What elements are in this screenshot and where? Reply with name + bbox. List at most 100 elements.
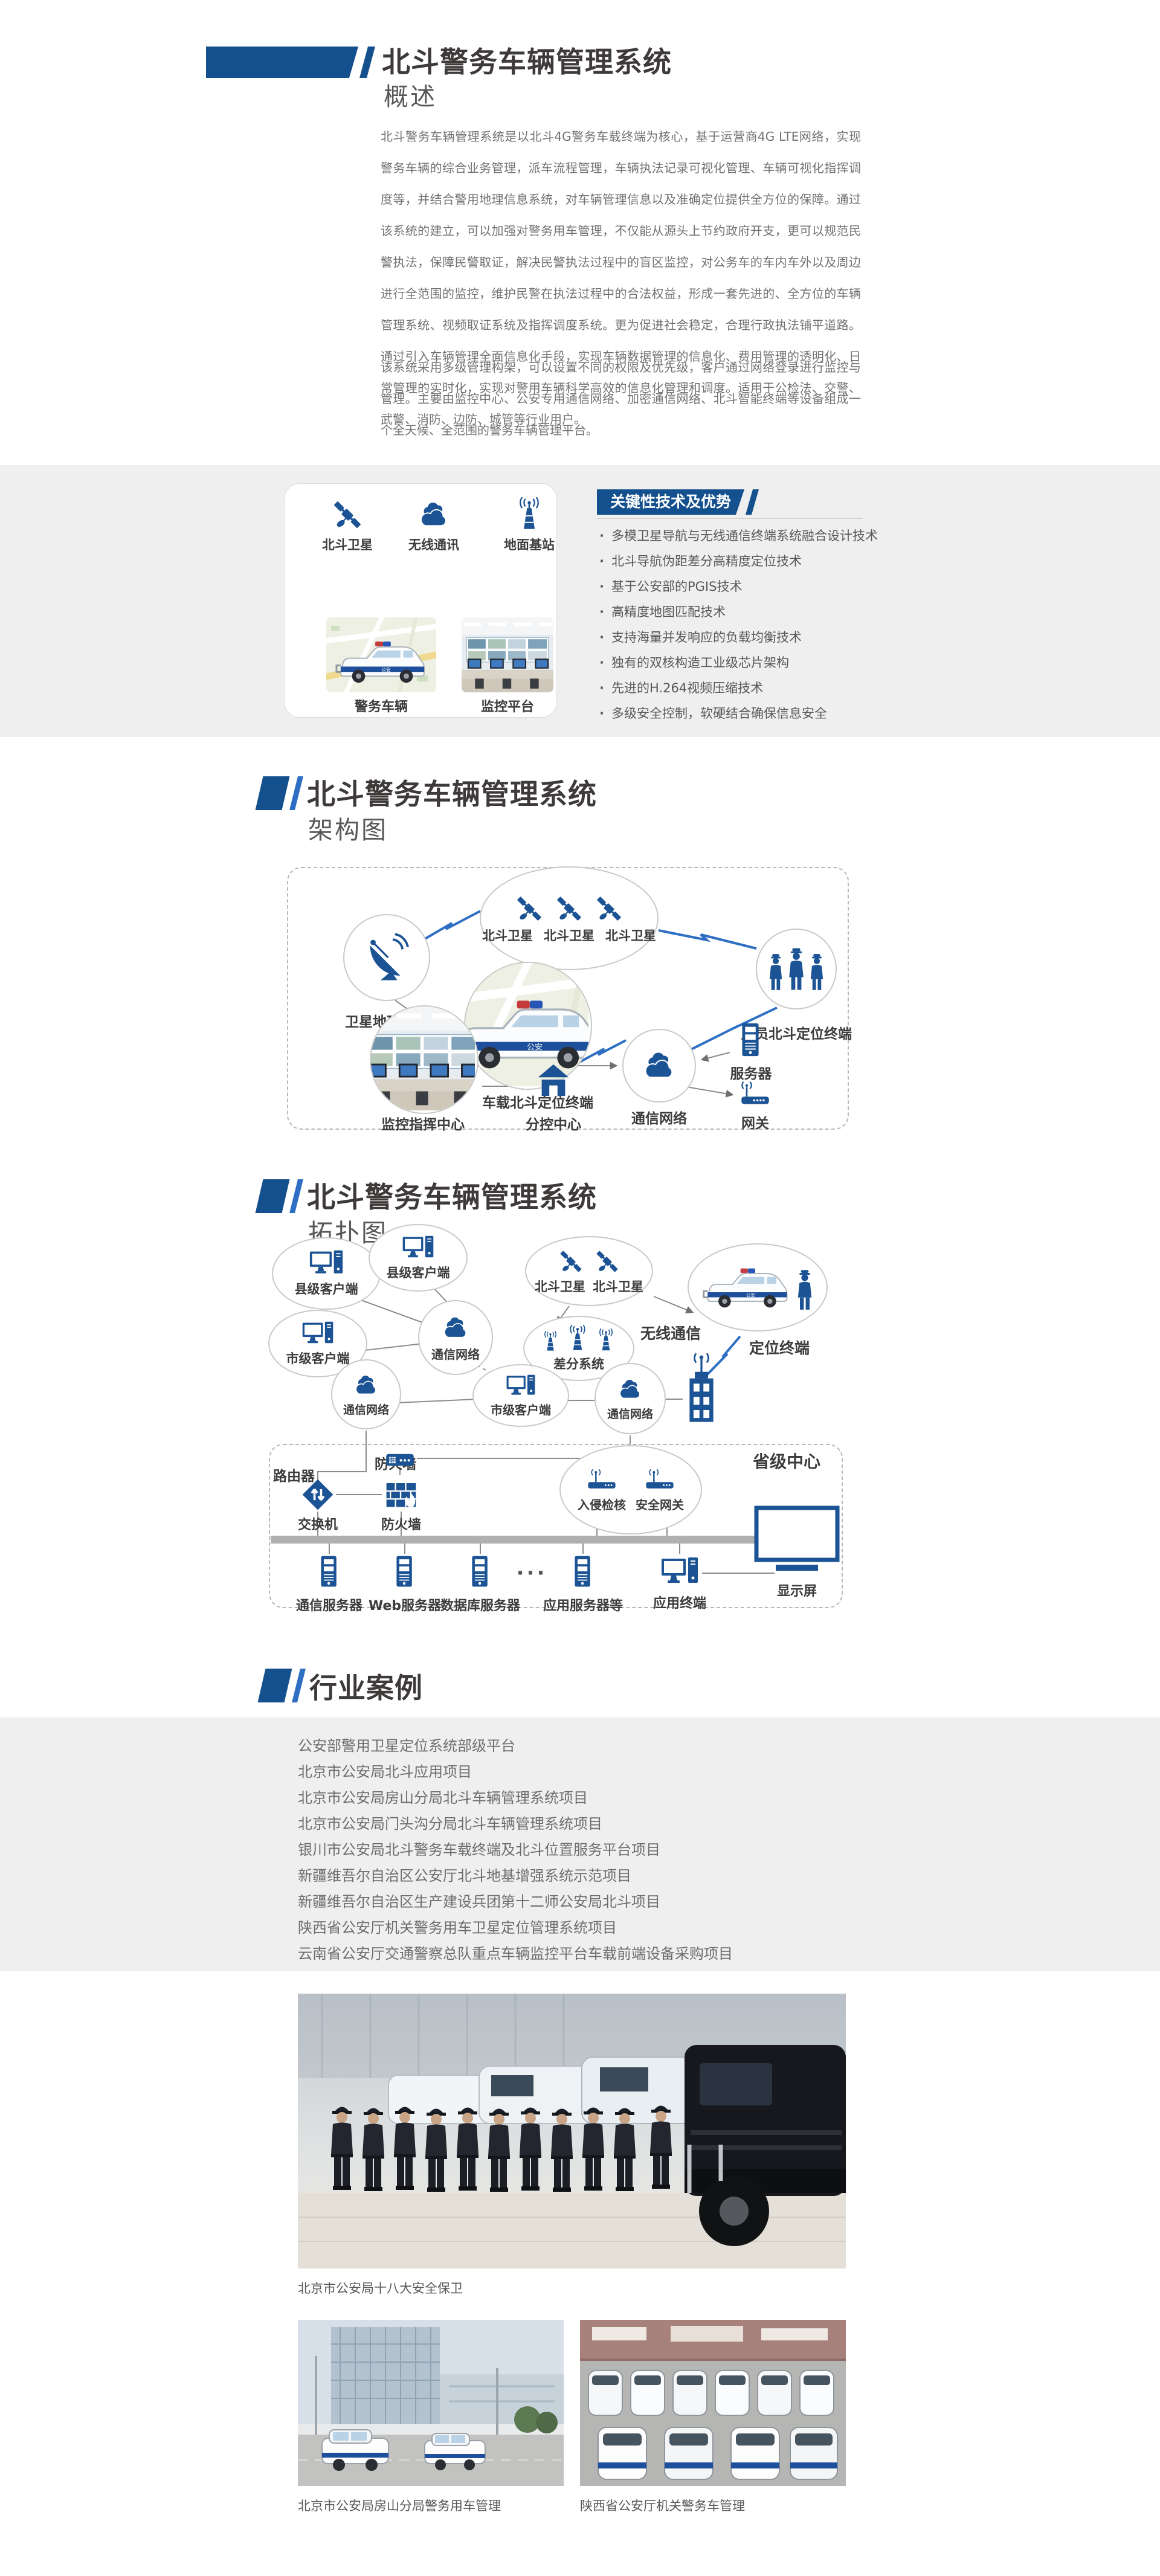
architecture-accent-slash <box>289 776 303 810</box>
ground-station-icon <box>512 497 547 532</box>
photo-security-guard-illustration <box>298 1994 846 2268</box>
photo-caption-3: 陕西省公安厅机关警务车管理 <box>580 2499 745 2513</box>
radio-tower-icon <box>594 1328 618 1353</box>
concept-station-label: 地面基站 <box>504 538 555 552</box>
person-terminal-node <box>756 929 837 1009</box>
satellite-icons-row <box>557 1248 621 1275</box>
server-label: 服务器 <box>730 1066 772 1082</box>
comm-network-label: 通信网络 <box>431 1347 480 1362</box>
monitor-center-label: 监控指挥中心 <box>381 1117 465 1133</box>
monitor-platform-photo <box>462 617 553 692</box>
diff-system-label: 差分系统 <box>553 1356 604 1371</box>
beidou-satellite-icon <box>593 1248 621 1275</box>
key-tech-tag: 关键性技术及优势 <box>597 489 744 515</box>
client-computer-icon <box>309 1249 344 1278</box>
case-item: 北京市公安局门头沟分局北斗车辆管理系统项目 <box>298 1815 602 1832</box>
security-gateway-icon <box>644 1467 675 1493</box>
monitor-center-node <box>370 1005 478 1114</box>
positioning-terminal-node <box>688 1243 828 1331</box>
photo-fangshan-illustration <box>298 2320 564 2486</box>
intrusion-label: 入侵检核 <box>578 1497 626 1512</box>
wireless-comm-label: 无线通信 <box>640 1325 701 1342</box>
city-client-node-2: 市级客户端 <box>472 1364 569 1427</box>
intrusion-device: 入侵检核 <box>578 1467 626 1513</box>
concept-wireless-label: 无线通讯 <box>408 538 459 552</box>
server-label: 数据库服务器 <box>440 1599 521 1614</box>
monitor-platform-illustration <box>462 617 553 692</box>
page-title: 北斗警务车辆管理系统 <box>382 46 672 79</box>
comm-network-label: 通信网络 <box>343 1403 389 1417</box>
comm-server: 通信服务器 <box>293 1553 366 1614</box>
gateway-icon <box>738 1077 772 1110</box>
server-label: 应用服务器等 <box>543 1599 624 1614</box>
satellite-icons-row <box>514 893 625 924</box>
topology-satellites-node: 北斗卫星 北斗卫星 <box>525 1236 653 1306</box>
cases-accent-slash <box>292 1669 306 1702</box>
beidou-satellite-icon <box>557 1248 585 1275</box>
photo-fangshan-fleet <box>298 2320 564 2486</box>
client-computer-icon <box>506 1374 536 1399</box>
officer-icons-row <box>767 947 826 991</box>
county-client-node-2: 县级客户端 <box>369 1224 468 1292</box>
security-gateway-label: 安全网关 <box>636 1497 684 1512</box>
wireless-cloud-icon <box>416 497 451 532</box>
police-vehicle-illustration <box>326 617 436 692</box>
case-item: 陕西省公安厅机关警务用车卫星定位管理系统项目 <box>298 1919 617 1936</box>
architecture-accent-block <box>255 776 290 810</box>
network-cloud-icon <box>440 1313 471 1343</box>
topology-accent-slash <box>289 1179 303 1213</box>
beidou-satellite-icon <box>514 893 545 924</box>
server-icon <box>732 1021 770 1058</box>
display-screen-label: 显示屏 <box>776 1584 817 1599</box>
photo-shaanxi-fleet <box>580 2320 846 2486</box>
key-tech-bullet-list: 多模卫星导航与无线通信终端系统融合设计技术 北斗导航伪距差分高精度定位技术 基于… <box>599 523 878 726</box>
comm-network-node-3: 通信网络 <box>594 1363 666 1434</box>
server-icon <box>387 1553 422 1590</box>
monitor-center-illustration <box>371 1006 475 1110</box>
case-item: 公安部警用卫星定位系统部级平台 <box>298 1737 515 1754</box>
database-server: 数据库服务器 <box>440 1553 520 1614</box>
satellite-label: 北斗卫星 <box>593 1279 643 1294</box>
server-label: 通信服务器 <box>295 1599 362 1614</box>
base-station-building-icon <box>680 1352 723 1425</box>
case-item: 银川市公安局北斗警务车载终端及北斗位置服务平台项目 <box>298 1841 660 1858</box>
client-computer-icon <box>660 1556 699 1588</box>
server-icon <box>566 1553 601 1590</box>
network-cloud-icon <box>616 1376 644 1403</box>
photo-security-guard <box>298 1994 846 2268</box>
vehicle-terminal-node <box>464 962 592 1090</box>
title-accent-slash <box>359 47 375 78</box>
concept-platform-label: 监控平台 <box>480 700 535 715</box>
case-item: 新疆维吾尔自治区公安厅北斗地基增强系统示范项目 <box>298 1867 631 1884</box>
firewall-icon <box>383 1474 419 1510</box>
client-computer-icon <box>402 1235 434 1261</box>
photo-caption-1: 北京市公安局十八大安全保卫 <box>298 2281 463 2296</box>
key-tech-bullet: 独有的双核构造工业级芯片架构 <box>599 650 878 675</box>
concept-satellite-label: 北斗卫星 <box>322 538 373 552</box>
gateway-label: 网关 <box>741 1116 769 1132</box>
app-terminal: 应用终端 <box>643 1556 716 1612</box>
satellite-label: 北斗卫星 <box>544 928 594 943</box>
positioning-terminal-label: 定位终端 <box>749 1339 810 1357</box>
server-label: 应用终端 <box>652 1596 706 1611</box>
case-item: 云南省公安厅交通警察总队重点车辆监控平台车载前端设备采购项目 <box>298 1945 733 1962</box>
city-client-label: 市级客户端 <box>286 1351 350 1366</box>
case-item: 北京市公安局北斗应用项目 <box>298 1763 472 1780</box>
intrusion-check-icon <box>586 1467 617 1493</box>
city-client-label: 市级客户端 <box>491 1402 551 1417</box>
comm-network-label: 通信网络 <box>631 1111 687 1127</box>
web-server: Web服务器 <box>369 1553 441 1614</box>
title-accent-bar <box>206 47 358 78</box>
police-car-icon <box>701 1264 791 1312</box>
police-officer-icon <box>767 953 785 991</box>
key-tech-bullet: 先进的H.264视频压缩技术 <box>599 675 878 701</box>
county-client-label: 县级客户端 <box>294 1282 358 1296</box>
comm-network-label: 通信网络 <box>607 1408 653 1421</box>
security-gateway-device: 安全网关 <box>636 1467 684 1513</box>
overview-paragraph-1: 北斗警务车辆管理系统是以北斗4G警务车载终端为核心，基于运营商4G LTE网络，… <box>381 129 861 427</box>
photo-caption-2: 北京市公安局房山分局警务用车管理 <box>298 2499 501 2513</box>
case-item: 新疆维吾尔自治区生产建设兵团第十二师公安局北斗项目 <box>298 1893 660 1910</box>
key-tech-bullet: 基于公安部的PGIS技术 <box>599 574 878 599</box>
satellite-label: 北斗卫星 <box>535 1279 585 1294</box>
beidou-satellite-icon <box>593 893 625 924</box>
